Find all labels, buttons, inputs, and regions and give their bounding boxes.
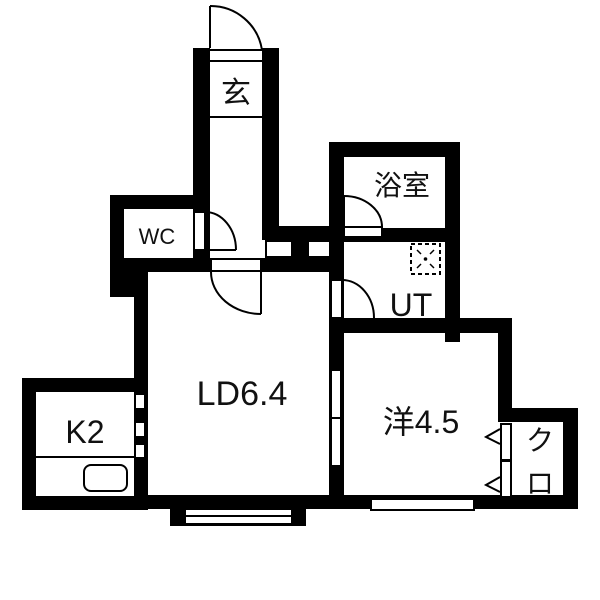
corridor-opening bbox=[265, 240, 293, 258]
closet-walls bbox=[498, 408, 578, 509]
washer-drain-icon bbox=[410, 243, 441, 275]
corridor-opening-2 bbox=[307, 240, 331, 258]
western-room-walls bbox=[329, 318, 578, 511]
room-label-bath: 浴室 bbox=[374, 170, 430, 201]
room-label-wc: WC bbox=[139, 224, 176, 249]
ld-right-window bbox=[330, 369, 342, 467]
room-label-closet-top: ク bbox=[526, 425, 554, 456]
ld-bottom-window bbox=[170, 508, 306, 526]
closet-doors-icon bbox=[483, 423, 512, 498]
room-label-living-dining: LD6.4 bbox=[197, 375, 288, 413]
corridor-wall bbox=[262, 226, 342, 240]
bath-door-icon bbox=[343, 195, 383, 238]
corridor-post bbox=[293, 240, 307, 260]
room-label-closet-bottom: ロ bbox=[526, 468, 554, 499]
kitchen-sink-icon bbox=[83, 464, 128, 492]
kitchen-walls bbox=[22, 378, 148, 510]
wc-door-icon bbox=[193, 211, 237, 251]
room-label-kitchen: K2 bbox=[65, 414, 104, 450]
ld-door-icon bbox=[210, 258, 262, 315]
room-label-western-room: 洋4.5 bbox=[383, 404, 460, 440]
room-label-utility: UT bbox=[390, 287, 433, 323]
ut-door-icon bbox=[330, 279, 375, 319]
entrance-door-icon bbox=[209, 4, 263, 51]
room-label-entrance: 玄 bbox=[221, 77, 251, 110]
